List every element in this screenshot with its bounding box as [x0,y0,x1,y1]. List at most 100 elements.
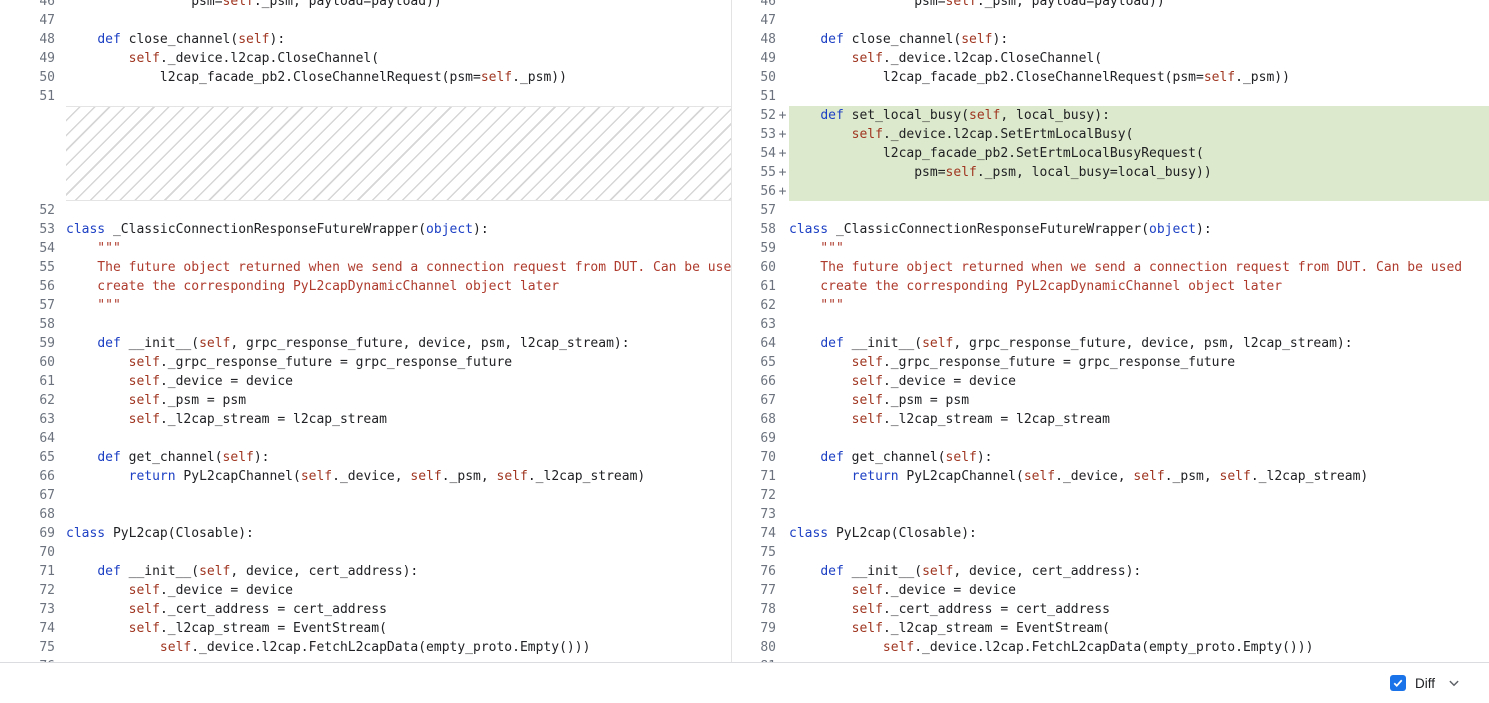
line-number[interactable]: 51 [0,87,66,106]
line-number[interactable]: 64 [732,334,789,353]
line-number[interactable]: 47 [732,11,789,30]
check-icon [1393,679,1403,688]
line-number[interactable]: 62 [732,296,789,315]
line-number[interactable]: 76 [732,562,789,581]
line-number[interactable]: 46 [732,0,789,11]
line-number[interactable]: 47 [0,11,66,30]
line-number[interactable]: 60 [0,353,66,372]
line-number[interactable]: 52+ [732,106,789,125]
line-number[interactable]: 46 [0,0,66,11]
line-number[interactable]: 56+ [732,182,789,201]
line-number[interactable]: 60 [732,258,789,277]
line-marker-empty [776,277,789,296]
code-line [66,201,731,220]
line-number[interactable]: 63 [0,410,66,429]
code-token: get_channel( [843,450,946,465]
line-marker-empty [776,220,789,239]
line-number[interactable]: 56 [0,277,66,296]
code-line: class PyL2cap(Closable): [66,524,731,543]
new-code-row-62: 62 """ [732,296,1489,315]
line-number[interactable]: 79 [732,619,789,638]
code-token: def [820,32,844,47]
old-code-row-61: 61 self._device = device [0,372,731,391]
line-number[interactable]: 62 [0,391,66,410]
line-number[interactable]: 68 [0,505,66,524]
line-number[interactable]: 66 [732,372,789,391]
code-line: def close_channel(self): [66,30,731,49]
chevron-down-icon[interactable] [1445,674,1463,692]
new-code-row-76: 76 def __init__(self, device, cert_addre… [732,562,1489,581]
line-number[interactable]: 61 [0,372,66,391]
line-number[interactable]: 69 [732,429,789,448]
line-number[interactable]: 66 [0,467,66,486]
line-number[interactable]: 65 [732,353,789,372]
code-token [66,355,129,370]
line-number[interactable]: 49 [732,49,789,68]
line-number[interactable]: 72 [0,581,66,600]
line-number[interactable]: 67 [0,486,66,505]
line-number[interactable]: 70 [0,543,66,562]
line-number[interactable]: 50 [0,68,66,87]
code-line: def set_local_busy(self, local_busy): [789,106,1489,125]
code-line [789,201,1489,220]
line-number[interactable]: 63 [732,315,789,334]
line-number[interactable]: 52 [0,201,66,220]
line-number[interactable]: 77 [732,581,789,600]
code-token: self [128,51,160,66]
line-number[interactable]: 51 [732,87,789,106]
line-number[interactable]: 68 [732,410,789,429]
line-number[interactable]: 59 [0,334,66,353]
line-number[interactable]: 67 [732,391,789,410]
line-number[interactable]: 70 [732,448,789,467]
line-number[interactable]: 54 [0,239,66,258]
line-number[interactable]: 71 [0,562,66,581]
line-number[interactable]: 55 [0,258,66,277]
line-number[interactable]: 73 [0,600,66,619]
line-number-text: 75 [760,545,776,560]
code-token: PyL2capChannel( [175,469,301,484]
line-number[interactable]: 53 [0,220,66,239]
code-token: PyL2cap(Closable): [828,526,977,541]
line-number[interactable]: 78 [732,600,789,619]
line-number-text: 73 [39,602,55,617]
code-line: l2cap_facade_pb2.SetErtmLocalBusyRequest… [789,144,1489,163]
code-token: """ [66,241,121,256]
old-code-row-70: 70 [0,543,731,562]
line-number[interactable]: 73 [732,505,789,524]
line-number[interactable]: 61 [732,277,789,296]
line-number[interactable]: 57 [0,296,66,315]
line-number-text: 59 [39,336,55,351]
line-number[interactable]: 49 [0,49,66,68]
line-number[interactable]: 58 [0,315,66,334]
code-line: self._device = device [789,581,1489,600]
code-token: self [851,374,883,389]
line-number[interactable]: 69 [0,524,66,543]
diff-checkbox[interactable] [1389,675,1406,691]
old-code-row-65: 65 def get_channel(self): [0,448,731,467]
line-number[interactable]: 71 [732,467,789,486]
line-number[interactable]: 72 [732,486,789,505]
line-number[interactable]: 53+ [732,125,789,144]
line-number[interactable]: 74 [732,524,789,543]
line-number-text: 59 [760,241,776,256]
line-number[interactable]: 80 [732,638,789,657]
line-number[interactable]: 75 [0,638,66,657]
line-number[interactable]: 65 [0,448,66,467]
new-code-row-75: 75 [732,543,1489,562]
line-number[interactable]: 76 [0,657,66,662]
line-number[interactable]: 58 [732,220,789,239]
code-line: self._device = device [789,372,1489,391]
line-number[interactable]: 57 [732,201,789,220]
line-number[interactable]: 74 [0,619,66,638]
line-number[interactable]: 59 [732,239,789,258]
diff-toggle[interactable]: Diff [1389,675,1435,691]
line-number[interactable]: 75 [732,543,789,562]
line-number[interactable]: 64 [0,429,66,448]
line-number[interactable]: 55+ [732,163,789,182]
line-number[interactable]: 48 [732,30,789,49]
line-number[interactable]: 48 [0,30,66,49]
line-number[interactable]: 54+ [732,144,789,163]
code-line: """ [789,296,1489,315]
line-number[interactable]: 81 [732,657,789,662]
line-number[interactable]: 50 [732,68,789,87]
